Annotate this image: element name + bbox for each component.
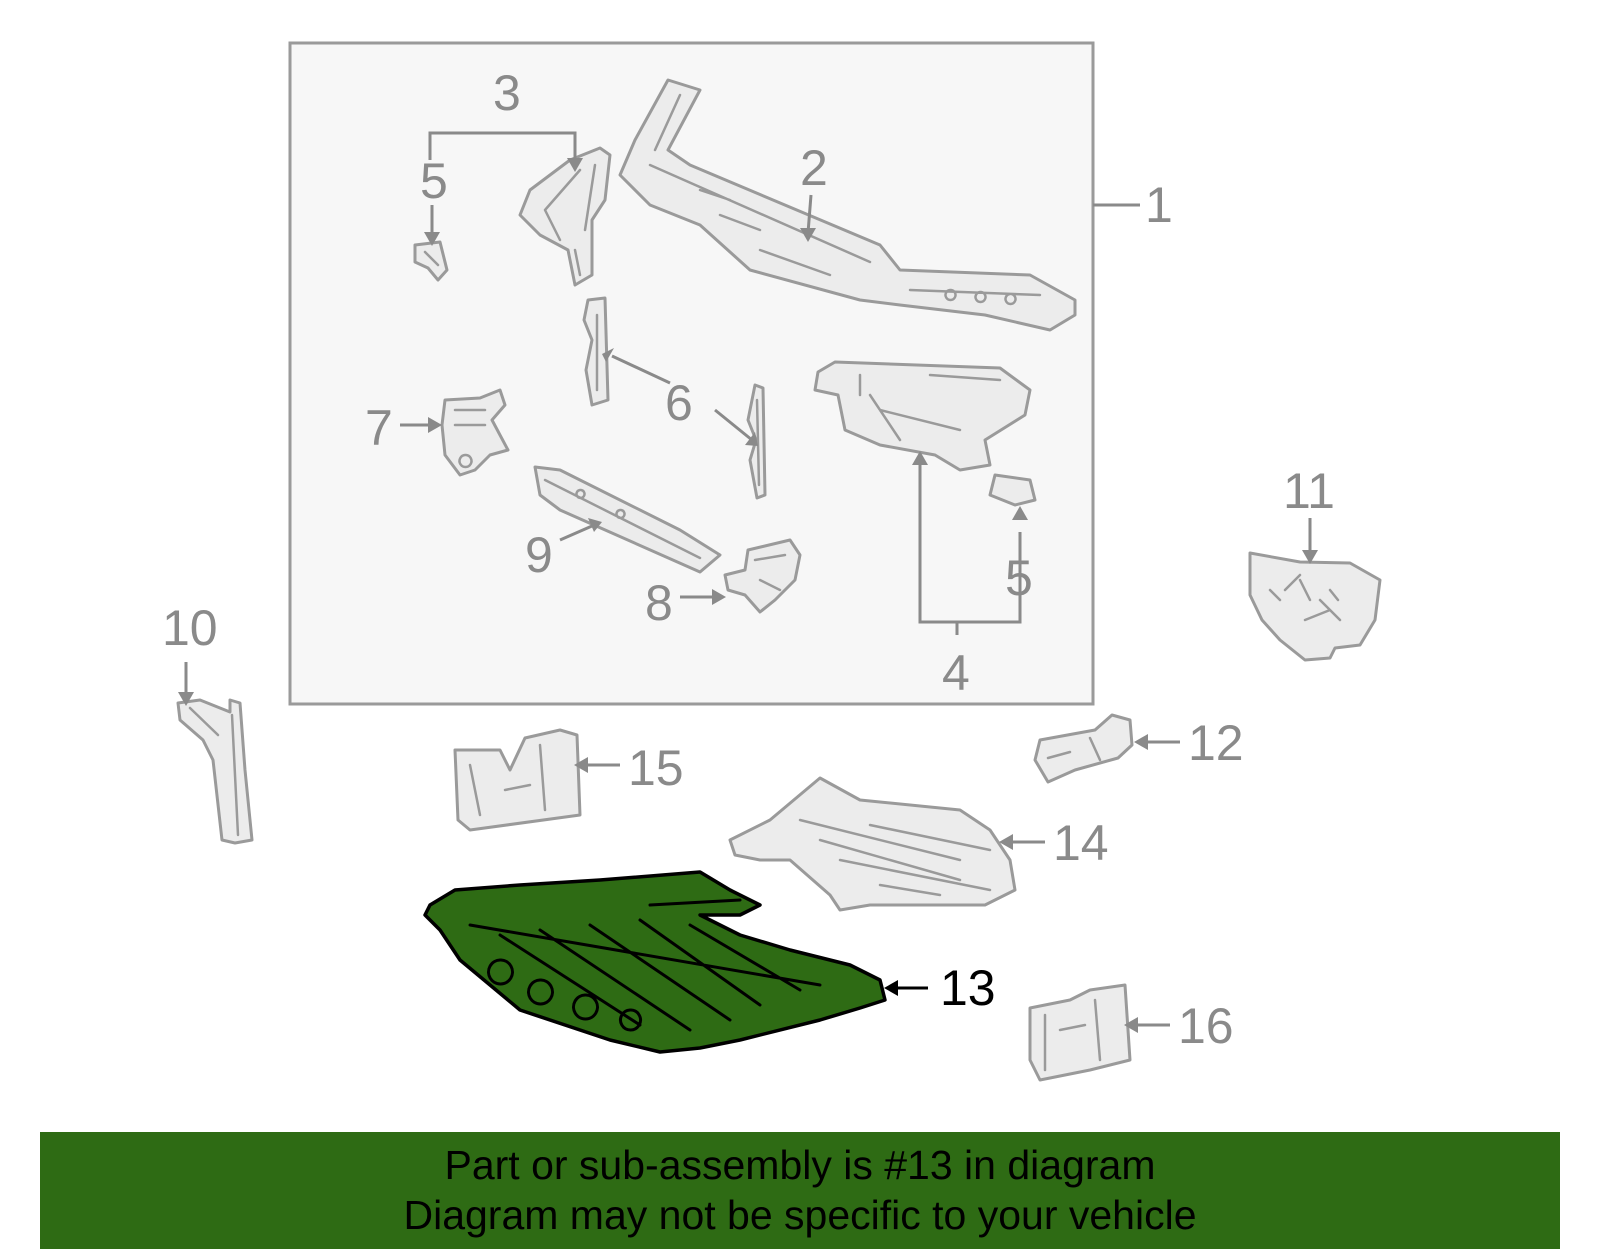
banner-line-2: Diagram may not be specific to your vehi…: [403, 1192, 1197, 1238]
part-3[interactable]: [518, 146, 612, 287]
callout-5b: 5: [1005, 550, 1033, 606]
part-15[interactable]: [453, 728, 582, 832]
callout-13: 13: [940, 960, 996, 1016]
part-9[interactable]: [533, 465, 722, 574]
arrow-5a: [424, 232, 440, 246]
arrow-15: [574, 757, 588, 773]
callout-14: 14: [1053, 815, 1109, 871]
callout-8: 8: [645, 575, 673, 631]
part-10[interactable]: [176, 698, 254, 845]
callout-15: 15: [628, 740, 684, 796]
callout-1: 1: [1145, 177, 1173, 233]
part-16[interactable]: [1028, 983, 1132, 1082]
lead-9: [559, 524, 593, 542]
arrow-7: [428, 417, 442, 433]
arrow-4: [912, 451, 928, 465]
arrow-12: [1134, 734, 1148, 750]
part-12[interactable]: [1033, 713, 1134, 784]
arrow-6b: [745, 432, 758, 446]
arrow-6a: [602, 348, 614, 362]
arrow-9: [588, 518, 602, 532]
arrow-16: [1124, 1017, 1138, 1033]
part-2[interactable]: [618, 78, 1077, 332]
lead-6a: [611, 354, 671, 385]
callout-9: 9: [525, 527, 553, 583]
callout-11: 11: [1283, 463, 1335, 519]
info-banner: Part or sub-assembly is #13 in diagram D…: [40, 1132, 1560, 1249]
part-8[interactable]: [723, 538, 802, 614]
part-5a[interactable]: [413, 240, 449, 282]
part-11[interactable]: [1248, 551, 1382, 662]
callout-10: 10: [162, 600, 218, 656]
arrow-13: [884, 980, 898, 996]
arrow-5b: [1012, 506, 1028, 520]
part-5b[interactable]: [988, 473, 1037, 507]
callout-7: 7: [365, 400, 393, 456]
callout-5a: 5: [420, 153, 448, 209]
callout-4: 4: [942, 645, 970, 701]
arrow-11: [1302, 550, 1318, 564]
lead-2: [806, 194, 813, 234]
callout-6: 6: [665, 375, 693, 431]
arrow-2: [800, 228, 816, 242]
lead-4: [918, 462, 1022, 624]
arrow-14: [999, 834, 1013, 850]
part-7[interactable]: [440, 388, 510, 477]
callout-16: 16: [1178, 998, 1234, 1054]
arrow-10: [178, 692, 194, 706]
callout-3: 3: [493, 65, 521, 121]
arrow-8: [712, 589, 726, 605]
arrow-3: [567, 158, 583, 172]
callout-12: 12: [1188, 715, 1244, 771]
part-13-highlighted[interactable]: [423, 870, 887, 1054]
part-14[interactable]: [728, 776, 1017, 912]
part-6[interactable]: [582, 296, 767, 500]
lead-3: [428, 131, 577, 160]
banner-line-1: Part or sub-assembly is #13 in diagram: [444, 1142, 1156, 1188]
callout-2: 2: [800, 140, 828, 196]
lead-6b: [714, 408, 753, 442]
part-4[interactable]: [813, 360, 1032, 472]
